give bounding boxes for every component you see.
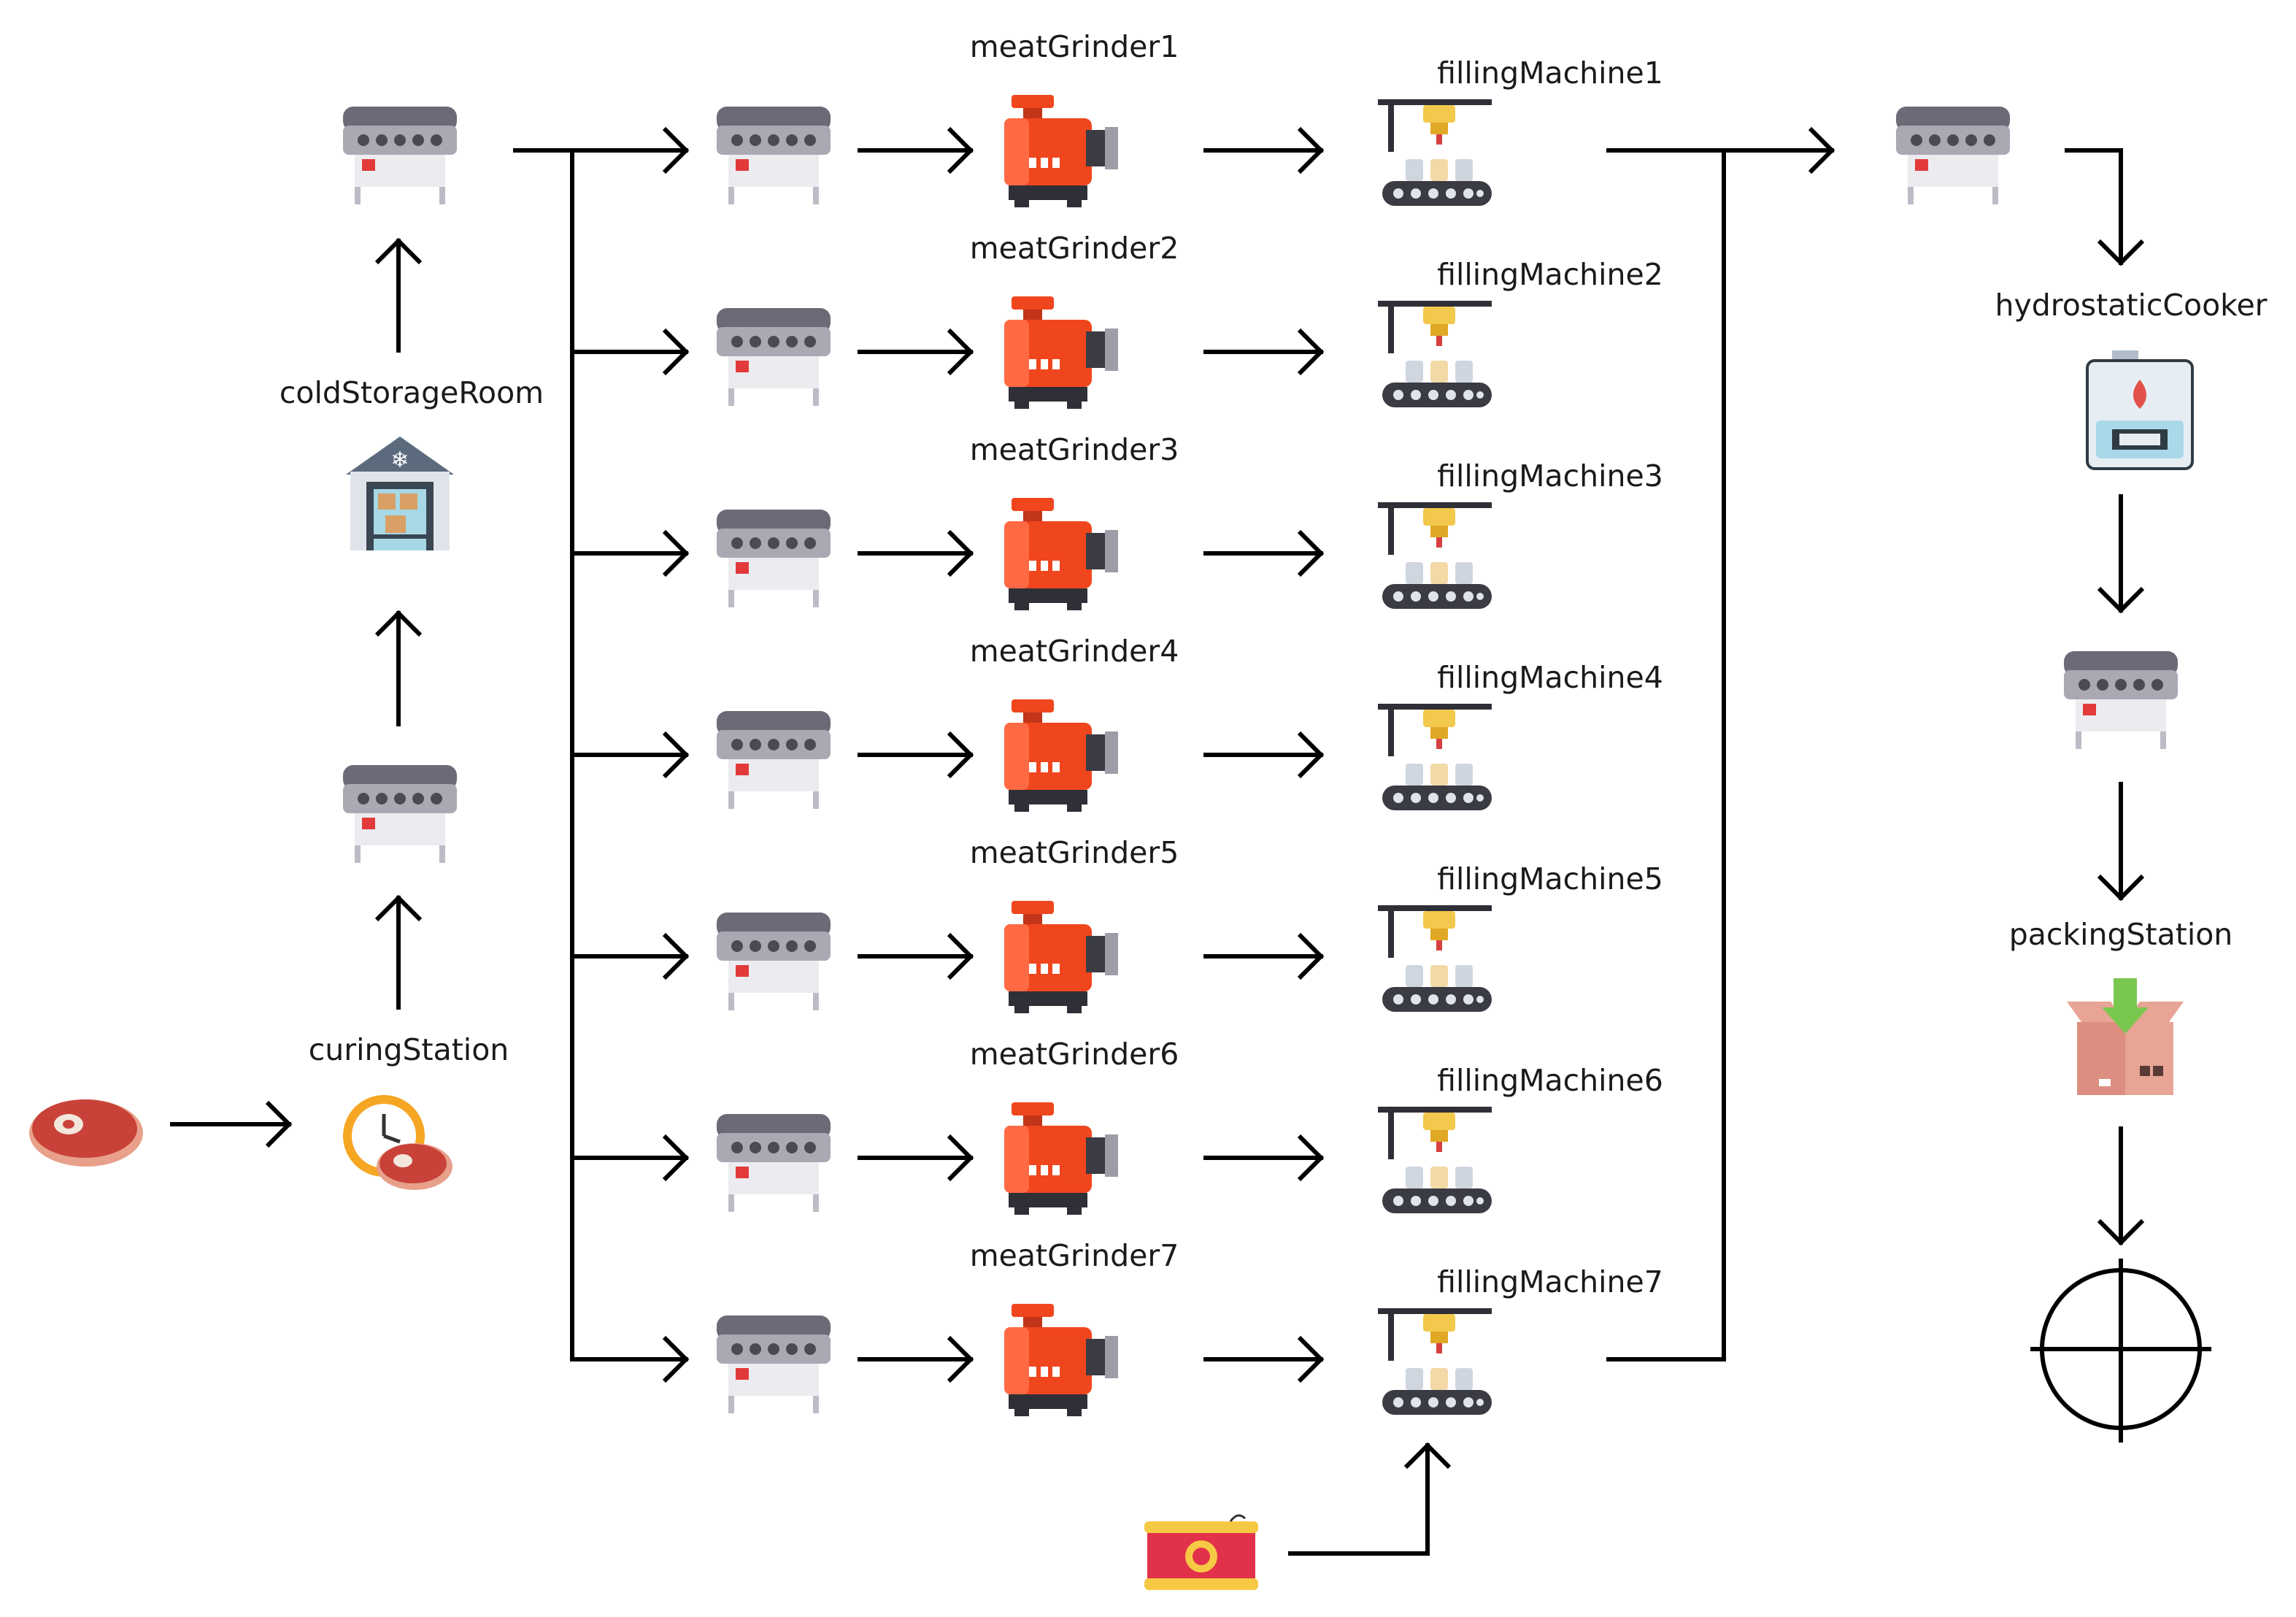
- filling-machine-icon: [1378, 1308, 1492, 1415]
- conveyor-icon: [717, 107, 831, 204]
- meat-grinder-icon: [1004, 699, 1118, 812]
- filler-label: fillingMachine1: [1437, 55, 1663, 91]
- conveyor-icon: [343, 765, 457, 863]
- arrow-grinder-to-filler-2-head: [1297, 328, 1325, 376]
- filler-label: fillingMachine3: [1437, 458, 1663, 493]
- conveyor-icon: [343, 107, 457, 204]
- casing-can-icon: [1144, 1514, 1258, 1590]
- arrow-queue-to-grinder-5-head: [947, 932, 974, 980]
- arrow-queue-to-storage-head: [374, 610, 423, 637]
- meat-grinder-icon: [1004, 95, 1118, 207]
- filler-label: fillingMachine5: [1437, 861, 1663, 896]
- filler-label: fillingMachine2: [1437, 257, 1663, 292]
- conveyor-icon: [717, 913, 831, 1010]
- cold-storage-warehouse-icon: ❄: [346, 437, 454, 550]
- arrow-queue-to-grinder-7-head: [947, 1335, 974, 1383]
- meat-grinder-icon: [1004, 1304, 1118, 1416]
- clock-steak-icon: [343, 1095, 452, 1190]
- filler-label: fillingMachine4: [1437, 660, 1663, 695]
- packing-station-label: packingStation: [2008, 917, 2233, 952]
- arrow-grinder-to-filler-4-head: [1297, 731, 1325, 779]
- arrow-bus-to-queue-2-head: [662, 328, 690, 376]
- grinder-label: meatGrinder4: [969, 634, 1179, 669]
- grinder-label: meatGrinder6: [969, 1037, 1179, 1072]
- arrow-bus-to-queue-6-head: [662, 1134, 690, 1182]
- grinder-label: meatGrinder2: [969, 231, 1179, 266]
- filling-machine-icon: [1378, 704, 1492, 810]
- meat-grinder-icon: [1004, 1102, 1118, 1215]
- grinder-label: meatGrinder5: [969, 835, 1179, 870]
- meat-grinder-icon: [1004, 498, 1118, 610]
- arrow-curing-to-queue-head: [374, 894, 423, 922]
- connector-layer: [170, 126, 2145, 1556]
- filling-machine-icon: [1378, 1107, 1492, 1213]
- grinder-label: meatGrinder3: [969, 432, 1179, 467]
- arrow-grinder-to-filler-5-head: [1297, 932, 1325, 980]
- arrow-queue-to-cooker-head: [2097, 239, 2145, 266]
- curing-station-label: curingStation: [308, 1032, 509, 1067]
- arrow-queue-to-grinder-2-head: [947, 328, 974, 376]
- filling-machine-icon: [1378, 301, 1492, 407]
- conveyor-icon: [717, 510, 831, 607]
- arrow-bus-to-queue-3-head: [662, 529, 690, 577]
- arrow-queue-to-grinder-4-head: [947, 731, 974, 779]
- arrow-grinder-to-filler-1-head: [1297, 126, 1325, 174]
- arrow-bus-to-queue-4-head: [662, 731, 690, 779]
- arrow-collector-to-queue-head: [1808, 126, 1835, 174]
- arrow-queue-to-grinder-3-head: [947, 529, 974, 577]
- icon-layer: ❄: [29, 95, 2211, 1590]
- arrow-bus-to-queue-5-head: [662, 932, 690, 980]
- arrow-cooker-to-queue-head: [2097, 586, 2145, 614]
- arrow-queue-to-packing-head: [2097, 874, 2145, 902]
- conveyor-icon: [717, 711, 831, 809]
- filling-machine-icon: [1378, 905, 1492, 1012]
- arrow-packing-to-sink-head: [2097, 1218, 2145, 1246]
- arrow-storage-to-queue-head: [374, 237, 423, 265]
- conveyor-icon: [717, 1114, 831, 1212]
- arrow-source-to-curing-head: [265, 1100, 293, 1148]
- cold-storage-room-label: coldStorageRoom: [279, 375, 544, 410]
- filling-machine-icon: [1378, 99, 1492, 206]
- packing-box-icon: [2067, 978, 2184, 1095]
- conveyor-icon: [2064, 651, 2178, 749]
- meat-steak-icon: [29, 1099, 143, 1167]
- conveyor-icon: [717, 1316, 831, 1413]
- arrow-queue-to-grinder-6-head: [947, 1134, 974, 1182]
- arrow-grinder-to-filler-3-head: [1297, 529, 1325, 577]
- arrow-bus-to-queue-1-head: [662, 126, 690, 174]
- conveyor-icon: [1896, 107, 2010, 204]
- sink-crosshair-icon: [2030, 1259, 2211, 1443]
- grinder-label: meatGrinder7: [969, 1238, 1179, 1273]
- filler-label: fillingMachine7: [1437, 1264, 1663, 1299]
- meat-grinder-icon: [1004, 901, 1118, 1013]
- hydrostatic-cooker-icon: [2086, 350, 2194, 470]
- conveyor-icon: [717, 308, 831, 406]
- arrow-bus-to-queue-7-head: [662, 1335, 690, 1383]
- meat-grinder-icon: [1004, 296, 1118, 409]
- filler-label: fillingMachine6: [1437, 1063, 1663, 1098]
- arrow-grinder-to-filler-7-head: [1297, 1335, 1325, 1383]
- arrow-grinder-to-filler-6-head: [1297, 1134, 1325, 1182]
- filling-machine-icon: [1378, 502, 1492, 609]
- grinder-label: meatGrinder1: [969, 29, 1179, 64]
- arrow-queue-to-grinder-1-head: [947, 126, 974, 174]
- svg-text:❄: ❄: [390, 448, 409, 473]
- hydrostatic-cooker-label: hydrostaticCooker: [1995, 288, 2268, 323]
- arrow-casing-to-filler-head: [1403, 1442, 1452, 1470]
